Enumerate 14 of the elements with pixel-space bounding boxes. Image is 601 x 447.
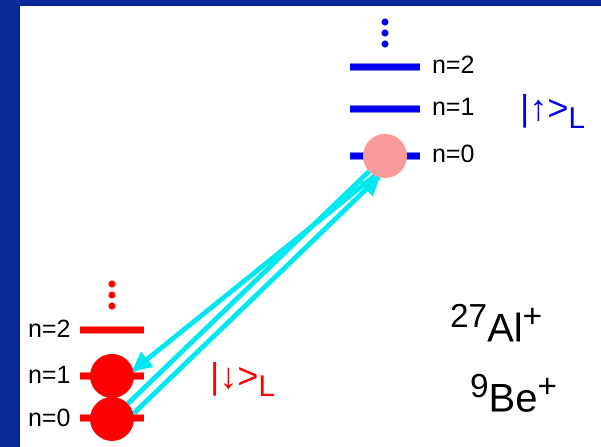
transition-arrow: [132, 174, 377, 372]
ion-circle: [90, 397, 134, 441]
ion-circle: [363, 134, 407, 178]
level-label: n=0: [28, 406, 70, 431]
level-label: n=2: [28, 317, 70, 342]
level-label: n=1: [28, 363, 70, 388]
state-label: |↑>$_{L}$: [520, 90, 586, 134]
ion-label: $^{9}$Be$^{+}$: [470, 370, 557, 418]
level-label: n=0: [432, 142, 474, 167]
level-label: n=2: [432, 53, 474, 78]
ion-label: $^{27}$Al$^{+}$: [450, 300, 542, 348]
level-label: n=1: [432, 95, 474, 120]
state-label: |↓>$_{L}$: [210, 358, 276, 402]
ion-circle: [90, 354, 134, 398]
